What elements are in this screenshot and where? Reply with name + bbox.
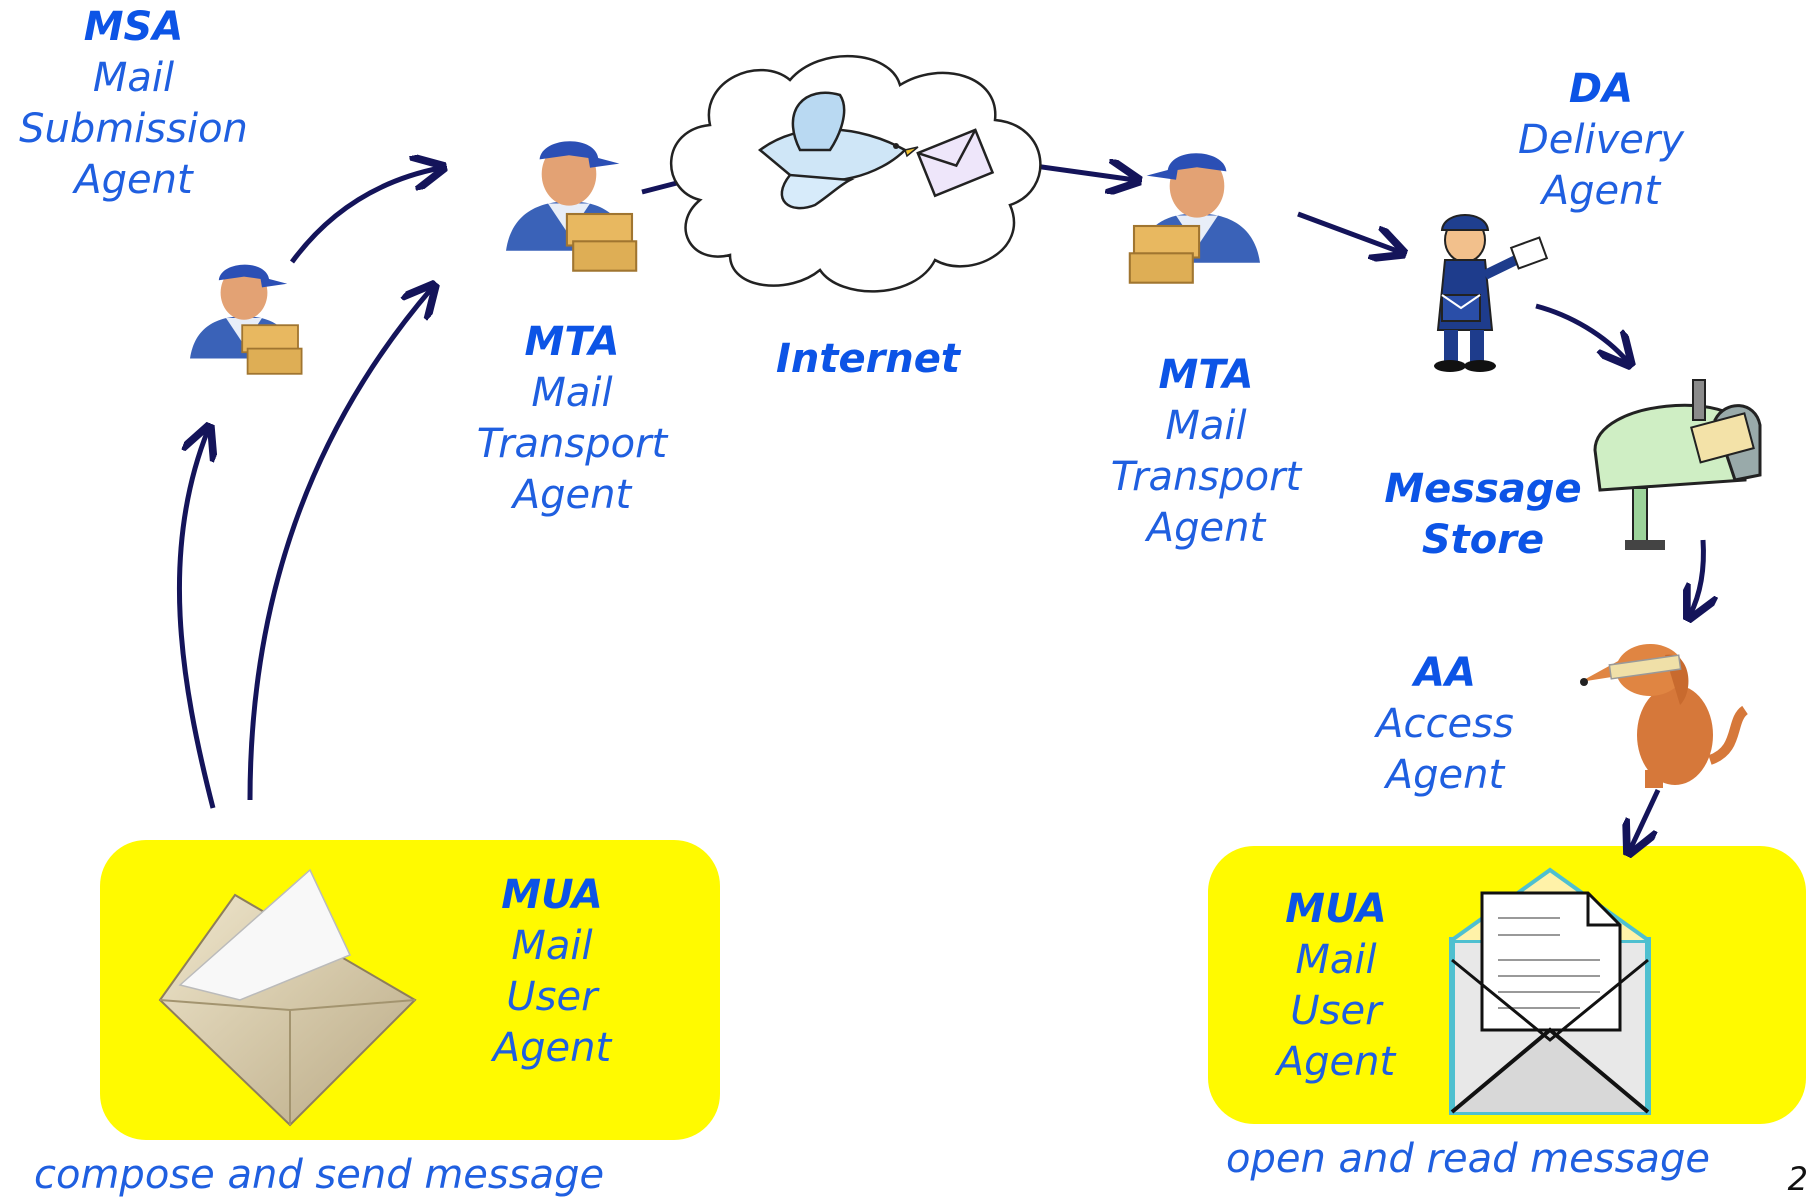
envelope-icon (158, 868, 417, 1127)
message-store-line1: Message (1384, 466, 1582, 512)
mua-left-line2: User (506, 974, 598, 1020)
internet-text: Internet (775, 336, 961, 382)
mua-left-label: MUA Mail User Agent (462, 870, 642, 1074)
mta-right-line1: Mail (1165, 403, 1247, 449)
arrow-da-to-store (1535, 303, 1628, 362)
arrow-mta-to-da (1297, 211, 1400, 252)
mta-right-line2: Transport (1110, 454, 1302, 500)
mua-right-line3: Agent (1276, 1039, 1396, 1085)
mua-left-line3: Agent (492, 1025, 612, 1071)
da-line1: Delivery (1517, 117, 1685, 163)
mta-left-line2: Transport (476, 421, 668, 467)
dog-icon (1580, 644, 1749, 788)
bird-icon (757, 91, 919, 210)
arrow-mua-to-mta (247, 288, 432, 801)
open-letter-icon (1449, 867, 1651, 1115)
mta-right-line3: Agent (1146, 505, 1266, 551)
arrow-store-to-aa (1690, 539, 1703, 615)
mua-right-caption: open and read message (1226, 1136, 1710, 1182)
mailbox-icon (1593, 379, 1762, 550)
da-line2: Agent (1541, 168, 1661, 214)
mua-left-abbr: MUA (501, 872, 603, 918)
message-store-label: Message Store (1378, 464, 1588, 566)
mta-right-label: MTA Mail Transport Agent (1096, 350, 1316, 554)
msa-line1: Mail (92, 55, 175, 101)
message-store-line2: Store (1421, 517, 1545, 563)
mta-left-line1: Mail (531, 370, 613, 416)
aa-label: AA Access Agent (1340, 648, 1550, 801)
msa-line3: Agent (74, 157, 193, 203)
internet-cloud-icon (669, 54, 1042, 293)
msa-abbr: MSA (83, 4, 184, 50)
msa-line2: Submission (19, 106, 248, 152)
page-number: 2 (1787, 1160, 1808, 1198)
arrow-mua-to-msa (176, 430, 213, 809)
mua-right-label: MUA Mail User Agent (1246, 884, 1426, 1088)
mua-left-line1: Mail (511, 923, 593, 969)
mua-right-line1: Mail (1295, 937, 1377, 983)
postman-icon (1434, 214, 1549, 372)
mta-left-worker-icon (506, 141, 638, 272)
mua-left-caption: compose and send message (34, 1152, 605, 1198)
mua-right-line2: User (1290, 988, 1382, 1034)
mta-right-worker-icon (1128, 153, 1260, 284)
mta-left-abbr: MTA (524, 319, 620, 365)
letter-icon (916, 128, 995, 198)
arrow-aa-to-mua (1630, 788, 1661, 850)
da-label: DA Delivery Agent (1496, 64, 1706, 217)
aa-line2: Agent (1385, 752, 1505, 798)
aa-line1: Access (1376, 701, 1514, 747)
arrow-msa-to-mta (289, 168, 440, 264)
aa-abbr: AA (1414, 650, 1476, 696)
mta-left-label: MTA Mail Transport Agent (462, 317, 682, 521)
mua-right-abbr: MUA (1285, 886, 1387, 932)
mta-left-line3: Agent (512, 472, 632, 518)
msa-worker-icon (190, 264, 303, 375)
mta-right-abbr: MTA (1158, 352, 1254, 398)
msa-label: MSA Mail Submission Agent (6, 2, 261, 206)
internet-label: Internet (758, 334, 978, 385)
da-abbr: DA (1568, 66, 1634, 112)
